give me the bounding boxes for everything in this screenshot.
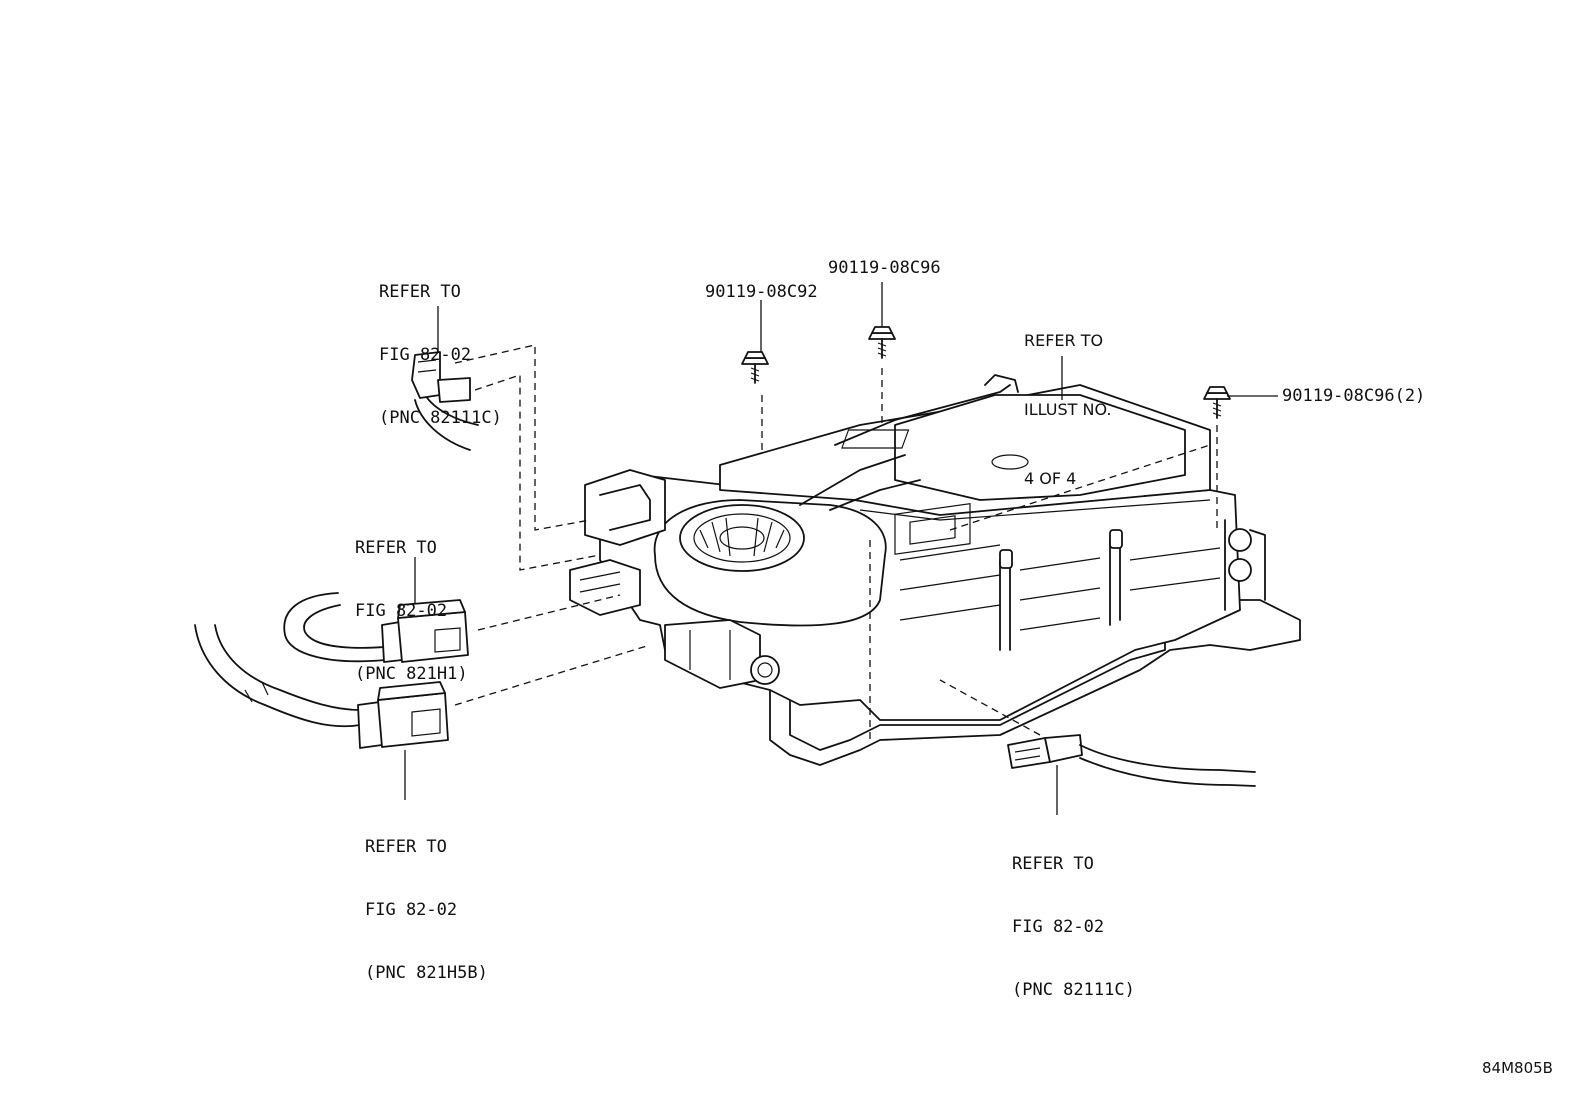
part-number-08c96-x2: 90119-08C96(2) [1282, 386, 1426, 406]
callout-line: REFER TO [365, 837, 447, 857]
bolt-90119-08c96-x2 [1203, 386, 1231, 419]
callout-line: REFER TO [355, 538, 437, 558]
leader-lines [404, 282, 1278, 815]
callout-mid-left-connector: REFER TO FIG 82-02 (PNC 821H1) [355, 496, 468, 706]
callout-top-left-connector: REFER TO FIG 82-02 (PNC 82111C) [379, 240, 502, 450]
bolt-90119-08c96 [868, 326, 896, 359]
callout-illust-ref: REFER TO ILLUST NO. 4 OF 4 [1024, 283, 1111, 513]
callout-line: REFER TO [379, 282, 461, 302]
callout-line: REFER TO [1024, 331, 1104, 350]
callout-line: (PNC 82111C) [379, 408, 502, 428]
callout-line: ILLUST NO. [1024, 400, 1112, 419]
callout-line: (PNC 82111C) [1012, 980, 1135, 1000]
connector-pnc-82111c-lower [1007, 734, 1256, 787]
callout-line: FIG 82-02 [355, 601, 448, 621]
inverter-assembly [569, 374, 1301, 766]
callout-line: REFER TO [1012, 854, 1094, 874]
callout-line: FIG 82-02 [1012, 917, 1105, 937]
callout-line: FIG 82-02 [379, 345, 472, 365]
bolt-90119-08c92 [741, 351, 769, 384]
callout-bottom-right-connector: REFER TO FIG 82-02 (PNC 82111C) [1012, 812, 1135, 1022]
connector-pnc-82111c-upper [411, 351, 479, 451]
connector-pnc-821h1 [283, 592, 469, 663]
connector-pnc-821h5b [194, 624, 449, 749]
callout-line: (PNC 821H5B) [365, 963, 488, 983]
part-number-08c92: 90119-08C92 [705, 282, 818, 302]
callout-line: 4 OF 4 [1024, 469, 1077, 488]
part-number-08c96: 90119-08C96 [828, 258, 941, 278]
callout-line: FIG 82-02 [365, 900, 458, 920]
callout-bottom-left-connector: REFER TO FIG 82-02 (PNC 821H5B) [365, 795, 488, 1005]
callout-line: (PNC 821H1) [355, 664, 468, 684]
illustration-code: 84M805B [1482, 1059, 1553, 1077]
